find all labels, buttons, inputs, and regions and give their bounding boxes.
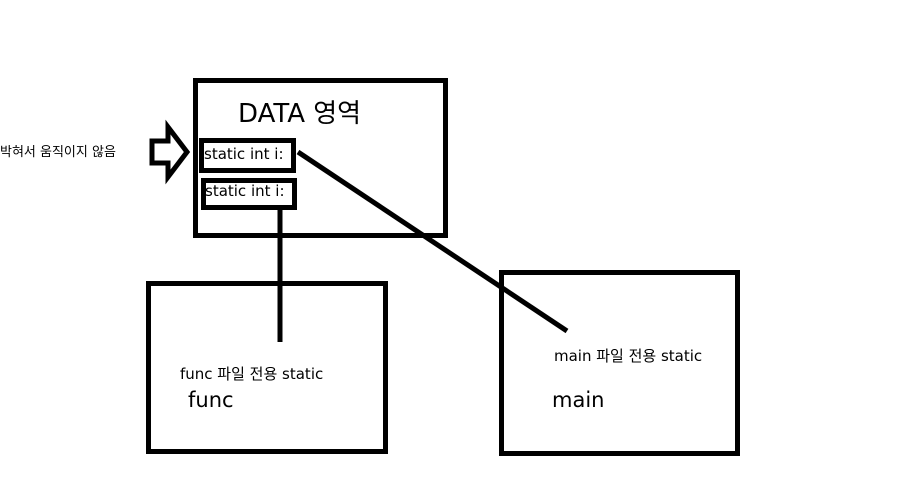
data-area-box	[193, 78, 448, 238]
main-file-box	[499, 270, 740, 456]
static-var-top-label: static int i:	[204, 145, 284, 163]
static-var-box-bottom	[201, 178, 297, 210]
main-file-caption: main 파일 전용 static	[554, 347, 703, 365]
main-file-name: main	[552, 388, 605, 412]
func-file-name: func	[188, 388, 234, 412]
connector-main	[296, 149, 569, 334]
data-area-title: DATA 영역	[238, 99, 362, 129]
fixed-note-label: 박혀서 움직이지 않음	[0, 145, 116, 160]
func-file-box	[146, 281, 388, 454]
func-file-caption: func 파일 전용 static	[180, 365, 324, 383]
static-var-box-top	[199, 138, 296, 173]
right-arrow-icon	[149, 119, 191, 185]
static-var-bottom-label: static int i:	[205, 182, 285, 200]
